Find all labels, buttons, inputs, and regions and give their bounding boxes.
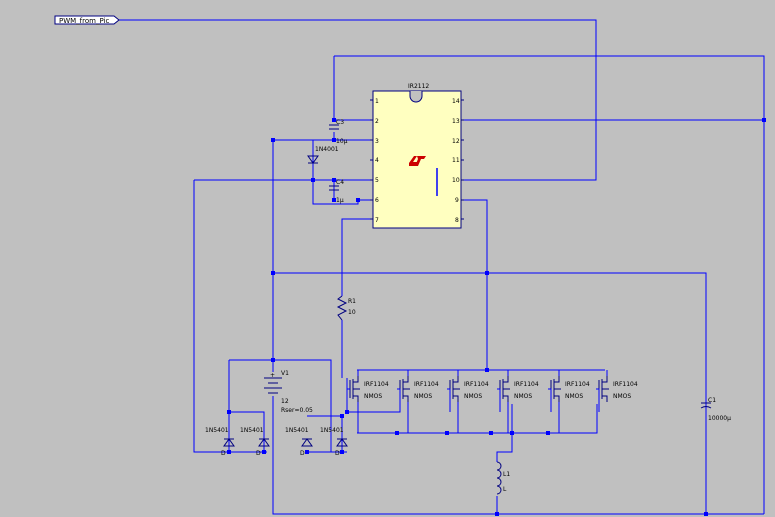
ic-pin-1: 1 xyxy=(375,98,379,105)
junctions xyxy=(227,118,766,516)
svg-text:D: D xyxy=(335,450,340,457)
d1-name: 1N5401 xyxy=(205,427,229,434)
svg-text:D: D xyxy=(300,450,305,457)
diode-1n5401-3: 1N5401 xyxy=(285,427,313,447)
ic-pin-13: 13 xyxy=(452,118,460,125)
r1-value: 10 xyxy=(348,309,356,316)
ic-pin-8: 8 xyxy=(455,217,459,224)
c1-value: 10000µ xyxy=(708,415,731,422)
c1-name: C1 xyxy=(708,397,716,404)
ic-pin-5: 5 xyxy=(375,177,379,184)
ic-pin-10: 10 xyxy=(452,177,460,184)
gate-bus xyxy=(347,388,600,413)
mosfet-6: IRF1104 NMOS xyxy=(598,376,638,402)
diode-1n5401-1: 1N5401 xyxy=(205,427,235,447)
d3-name: 1N5401 xyxy=(285,427,309,434)
svg-text:D: D xyxy=(256,450,261,457)
m2-type: NMOS xyxy=(414,393,432,400)
ic-pin-2: 2 xyxy=(375,118,379,125)
m1-name: IRF1104 xyxy=(364,381,389,388)
c3-value: 10µ xyxy=(336,138,348,145)
c3-name: C3 xyxy=(336,119,344,126)
ic-pin-12: 12 xyxy=(452,138,460,145)
m4-name: IRF1104 xyxy=(514,381,539,388)
ic-ir2112: IR2112 1 2 3 4 5 6 7 14 13 12 11 10 9 8 xyxy=(370,83,464,229)
ic-pin-4: 4 xyxy=(375,157,379,164)
m3-name: IRF1104 xyxy=(464,381,489,388)
mosfet-5: IRF1104 NMOS xyxy=(550,376,590,402)
c4-value: 1µ xyxy=(336,197,344,204)
m3-type: NMOS xyxy=(464,393,482,400)
v1-value: 12 xyxy=(281,398,289,405)
capacitor-c4: C4 1µ xyxy=(329,179,344,204)
inductor-l1: L1 L xyxy=(496,461,510,495)
l1-name: L1 xyxy=(503,471,510,478)
ic-pin-7: 7 xyxy=(375,217,379,224)
source-taps xyxy=(357,402,560,433)
capacitor-c1: C1 10000µ xyxy=(700,397,731,422)
l1-value: L xyxy=(503,486,507,493)
ic-pin-6: 6 xyxy=(375,197,379,204)
d-boot-name: 1N4001 xyxy=(315,146,339,153)
ic-name: IR2112 xyxy=(408,83,429,90)
diode-1n5401-2: 1N5401 xyxy=(240,427,270,447)
ic-pin-11: 11 xyxy=(452,157,460,164)
c4-name: C4 xyxy=(336,179,344,186)
v1-name: V1 xyxy=(281,370,289,377)
net-label-pwm: PWM_from_Pic xyxy=(54,15,120,25)
mosfet-2: IRF1104 NMOS xyxy=(399,376,439,402)
ic-pin-9: 9 xyxy=(455,197,459,204)
v1-plus: + xyxy=(270,372,275,379)
diode-1n5401-4: 1N5401 xyxy=(320,427,348,447)
wires xyxy=(118,19,765,515)
m6-type: NMOS xyxy=(613,393,631,400)
ic-pin-14: 14 xyxy=(452,98,460,105)
m1-type: NMOS xyxy=(364,393,382,400)
r1-name: R1 xyxy=(348,298,356,305)
m6-name: IRF1104 xyxy=(613,381,638,388)
m5-type: NMOS xyxy=(565,393,583,400)
svg-text:D: D xyxy=(221,450,226,457)
mosfet-3: IRF1104 NMOS xyxy=(449,376,489,402)
ic-pin-3: 3 xyxy=(375,138,379,145)
net-label-text: PWM_from_Pic xyxy=(59,17,109,25)
m2-name: IRF1104 xyxy=(414,381,439,388)
capacitor-c3: C3 10µ xyxy=(329,119,348,145)
m5-name: IRF1104 xyxy=(565,381,590,388)
drain-taps xyxy=(357,370,608,376)
diode-1n4001: 1N4001 xyxy=(307,146,339,164)
v1-rser: Rser=0.05 xyxy=(281,407,313,414)
m4-type: NMOS xyxy=(514,393,532,400)
d4-name: 1N5401 xyxy=(320,427,344,434)
mosfet-4: IRF1104 NMOS xyxy=(499,376,539,402)
d2-name: 1N5401 xyxy=(240,427,264,434)
resistor-r1: R1 10 xyxy=(336,295,356,321)
battery-v1: + V1 12 Rser=0.05 xyxy=(264,370,313,414)
mosfet-1: IRF1104 NMOS xyxy=(349,376,389,402)
lt-logo-icon xyxy=(409,156,426,166)
